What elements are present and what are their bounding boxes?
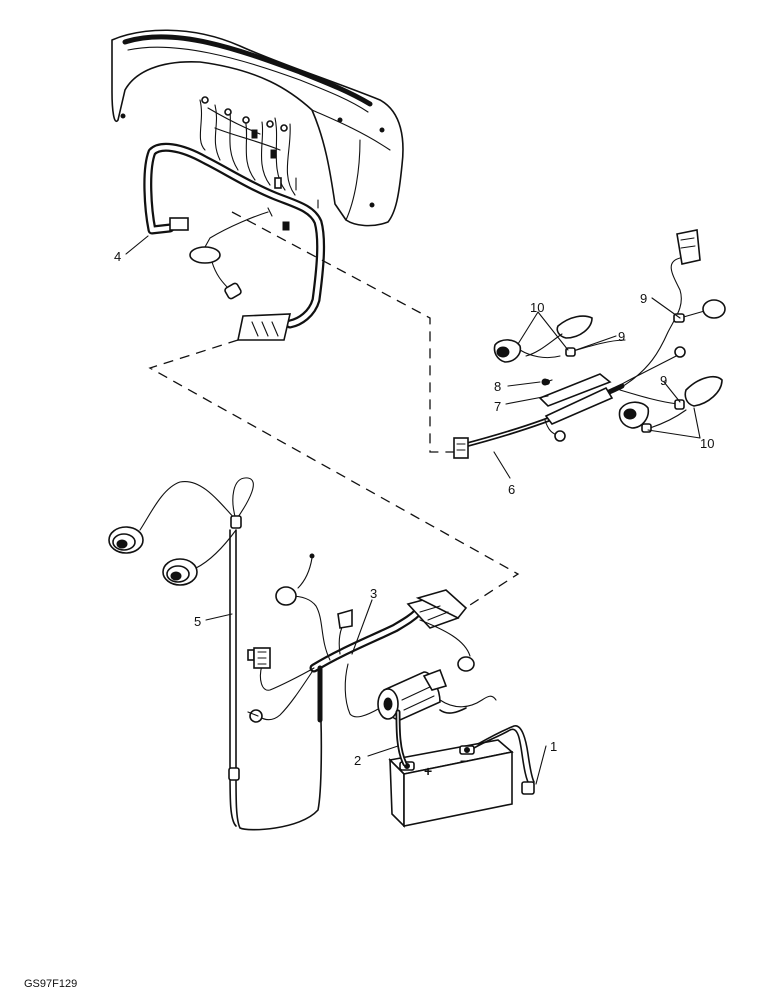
starter-solenoid	[377, 668, 497, 721]
callout-9-left: 9	[618, 329, 625, 344]
leader-lines	[125, 235, 701, 785]
cab-harness	[143, 142, 326, 341]
callout-4: 4	[114, 249, 121, 264]
roof-harness	[453, 229, 726, 459]
callout-9-switch: 9	[640, 291, 647, 306]
rear-light-harness	[108, 477, 323, 831]
connection-lines	[148, 211, 520, 606]
callout-2: 2	[354, 753, 361, 768]
callout-8: 8	[494, 379, 501, 394]
main-harness	[247, 553, 475, 723]
battery-cables	[395, 709, 535, 795]
callout-10-left: 10	[530, 300, 544, 315]
instrument-panel-hood	[111, 29, 404, 231]
callout-1: 1	[550, 739, 557, 754]
callout-7: 7	[494, 399, 501, 414]
callout-5: 5	[194, 614, 201, 629]
battery: + −	[388, 739, 514, 828]
battery-negative-symbol: −	[460, 753, 468, 769]
battery-positive-symbol: +	[424, 763, 432, 779]
callout-10-right: 10	[700, 436, 714, 451]
callout-6: 6	[508, 482, 515, 497]
callout-3: 3	[370, 586, 377, 601]
callout-9-right: 9	[660, 373, 667, 388]
figure-code: GS97F129	[24, 978, 77, 990]
